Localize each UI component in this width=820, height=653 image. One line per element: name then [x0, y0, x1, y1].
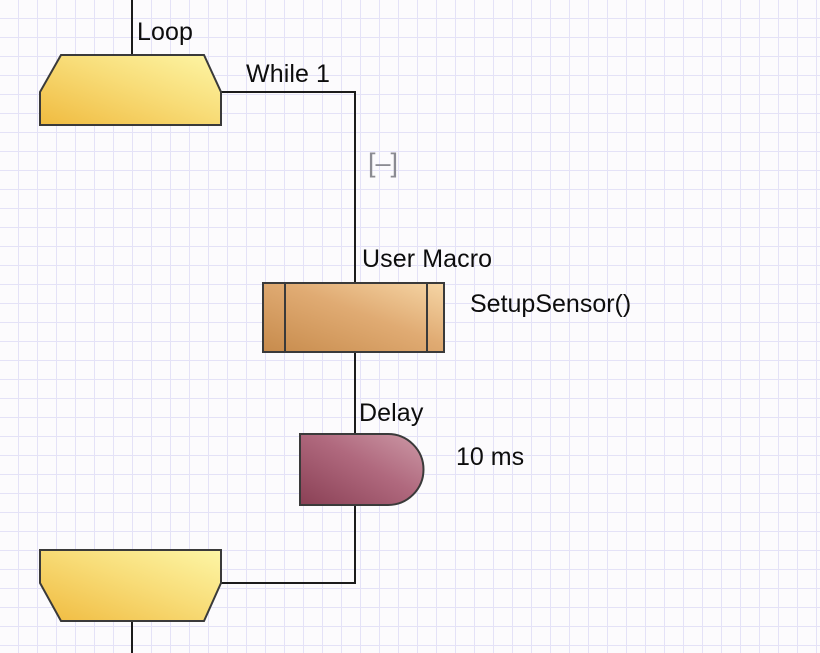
loop-body-wire [221, 91, 356, 284]
delay-shape[interactable] [299, 433, 425, 506]
loop-end-shape[interactable] [39, 549, 222, 622]
user-macro-shape[interactable] [262, 282, 445, 353]
collapse-minus-icon[interactable]: [–] [368, 148, 399, 178]
node-delay[interactable] [299, 433, 425, 506]
user-macro-node-label: User Macro [362, 245, 493, 273]
delay-time-parameter-label: 10 ms [456, 443, 525, 471]
setup-sensor-parameter-label: SetupSensor() [470, 290, 632, 318]
delay-to-loopend [220, 504, 356, 584]
loop-node-label: Loop [137, 18, 194, 46]
loop-start-shape[interactable] [39, 54, 222, 126]
delay-node-label: Delay [359, 399, 424, 427]
while-condition-label: While 1 [246, 60, 331, 88]
node-loop-end[interactable] [39, 549, 222, 622]
node-loop-start[interactable] [39, 54, 222, 126]
node-user-macro[interactable] [262, 282, 445, 353]
